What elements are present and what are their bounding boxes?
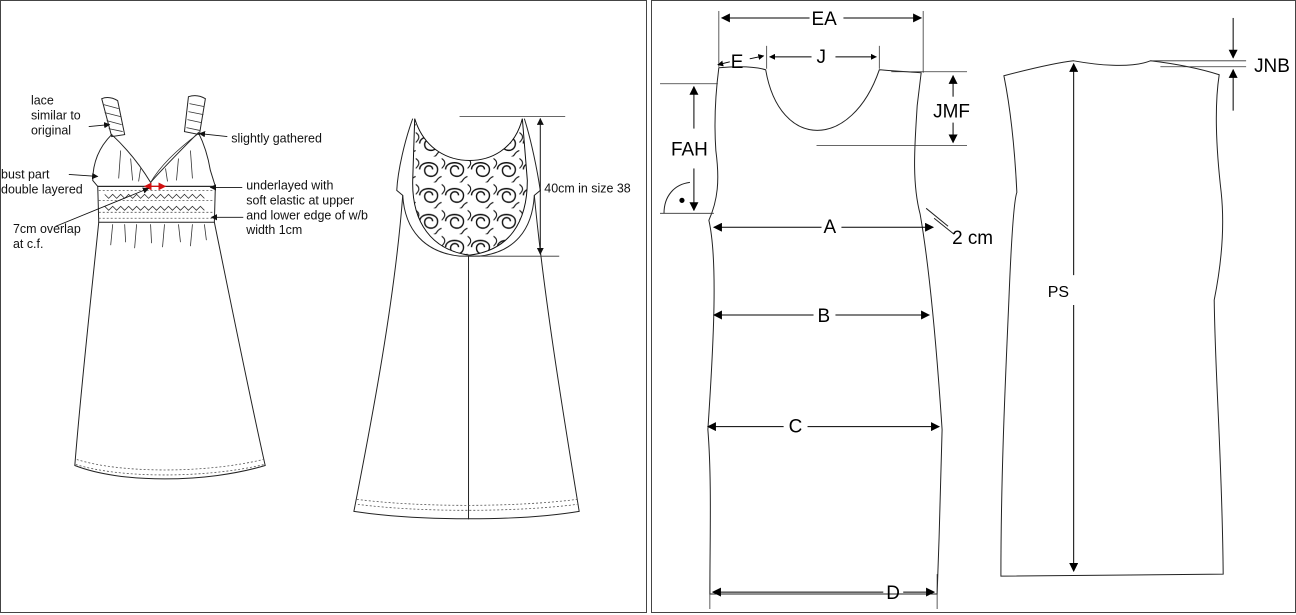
gathered-note: slightly gathered <box>231 132 322 146</box>
pattern-measurement-panel: EA E J JMF FAH A 2 cm B C D JNB PS <box>651 0 1296 613</box>
back-dress-sketch <box>353 116 580 520</box>
label-e: E <box>731 52 744 73</box>
back-pattern-piece <box>1000 60 1224 577</box>
sketch-leader-lines <box>55 122 244 227</box>
back-length-note: 40cm in size 38 <box>544 181 630 195</box>
overlap-note: 7cm overlap at c.f. <box>13 222 84 251</box>
label-ps: PS <box>1048 284 1069 301</box>
label-fah: FAH <box>671 139 708 160</box>
front-dress-sketch <box>74 95 266 480</box>
label-jmf: JMF <box>933 102 970 123</box>
lace-note: lace similar to original <box>31 94 84 138</box>
label-d: D <box>886 583 900 604</box>
label-ea: EA <box>812 9 838 30</box>
pattern-measurement-drawing: EA E J JMF FAH A 2 cm B C D JNB PS <box>660 9 1290 610</box>
bust-note: bust part double layered <box>1 167 83 196</box>
front-pattern-piece <box>707 66 943 595</box>
label-b: B <box>818 306 831 327</box>
label-c: C <box>789 417 803 438</box>
underlay-note: underlayed with soft elastic at upper an… <box>245 178 371 237</box>
measurement-lines <box>660 10 1247 610</box>
garment-sketch-drawing: lace similar to original slightly gather… <box>1 94 631 520</box>
label-a: A <box>823 217 836 238</box>
label-2cm: 2 cm <box>952 228 993 249</box>
garment-sketch-panel: lace similar to original slightly gather… <box>0 0 647 613</box>
label-j: J <box>817 47 826 68</box>
label-jnb: JNB <box>1254 56 1290 77</box>
